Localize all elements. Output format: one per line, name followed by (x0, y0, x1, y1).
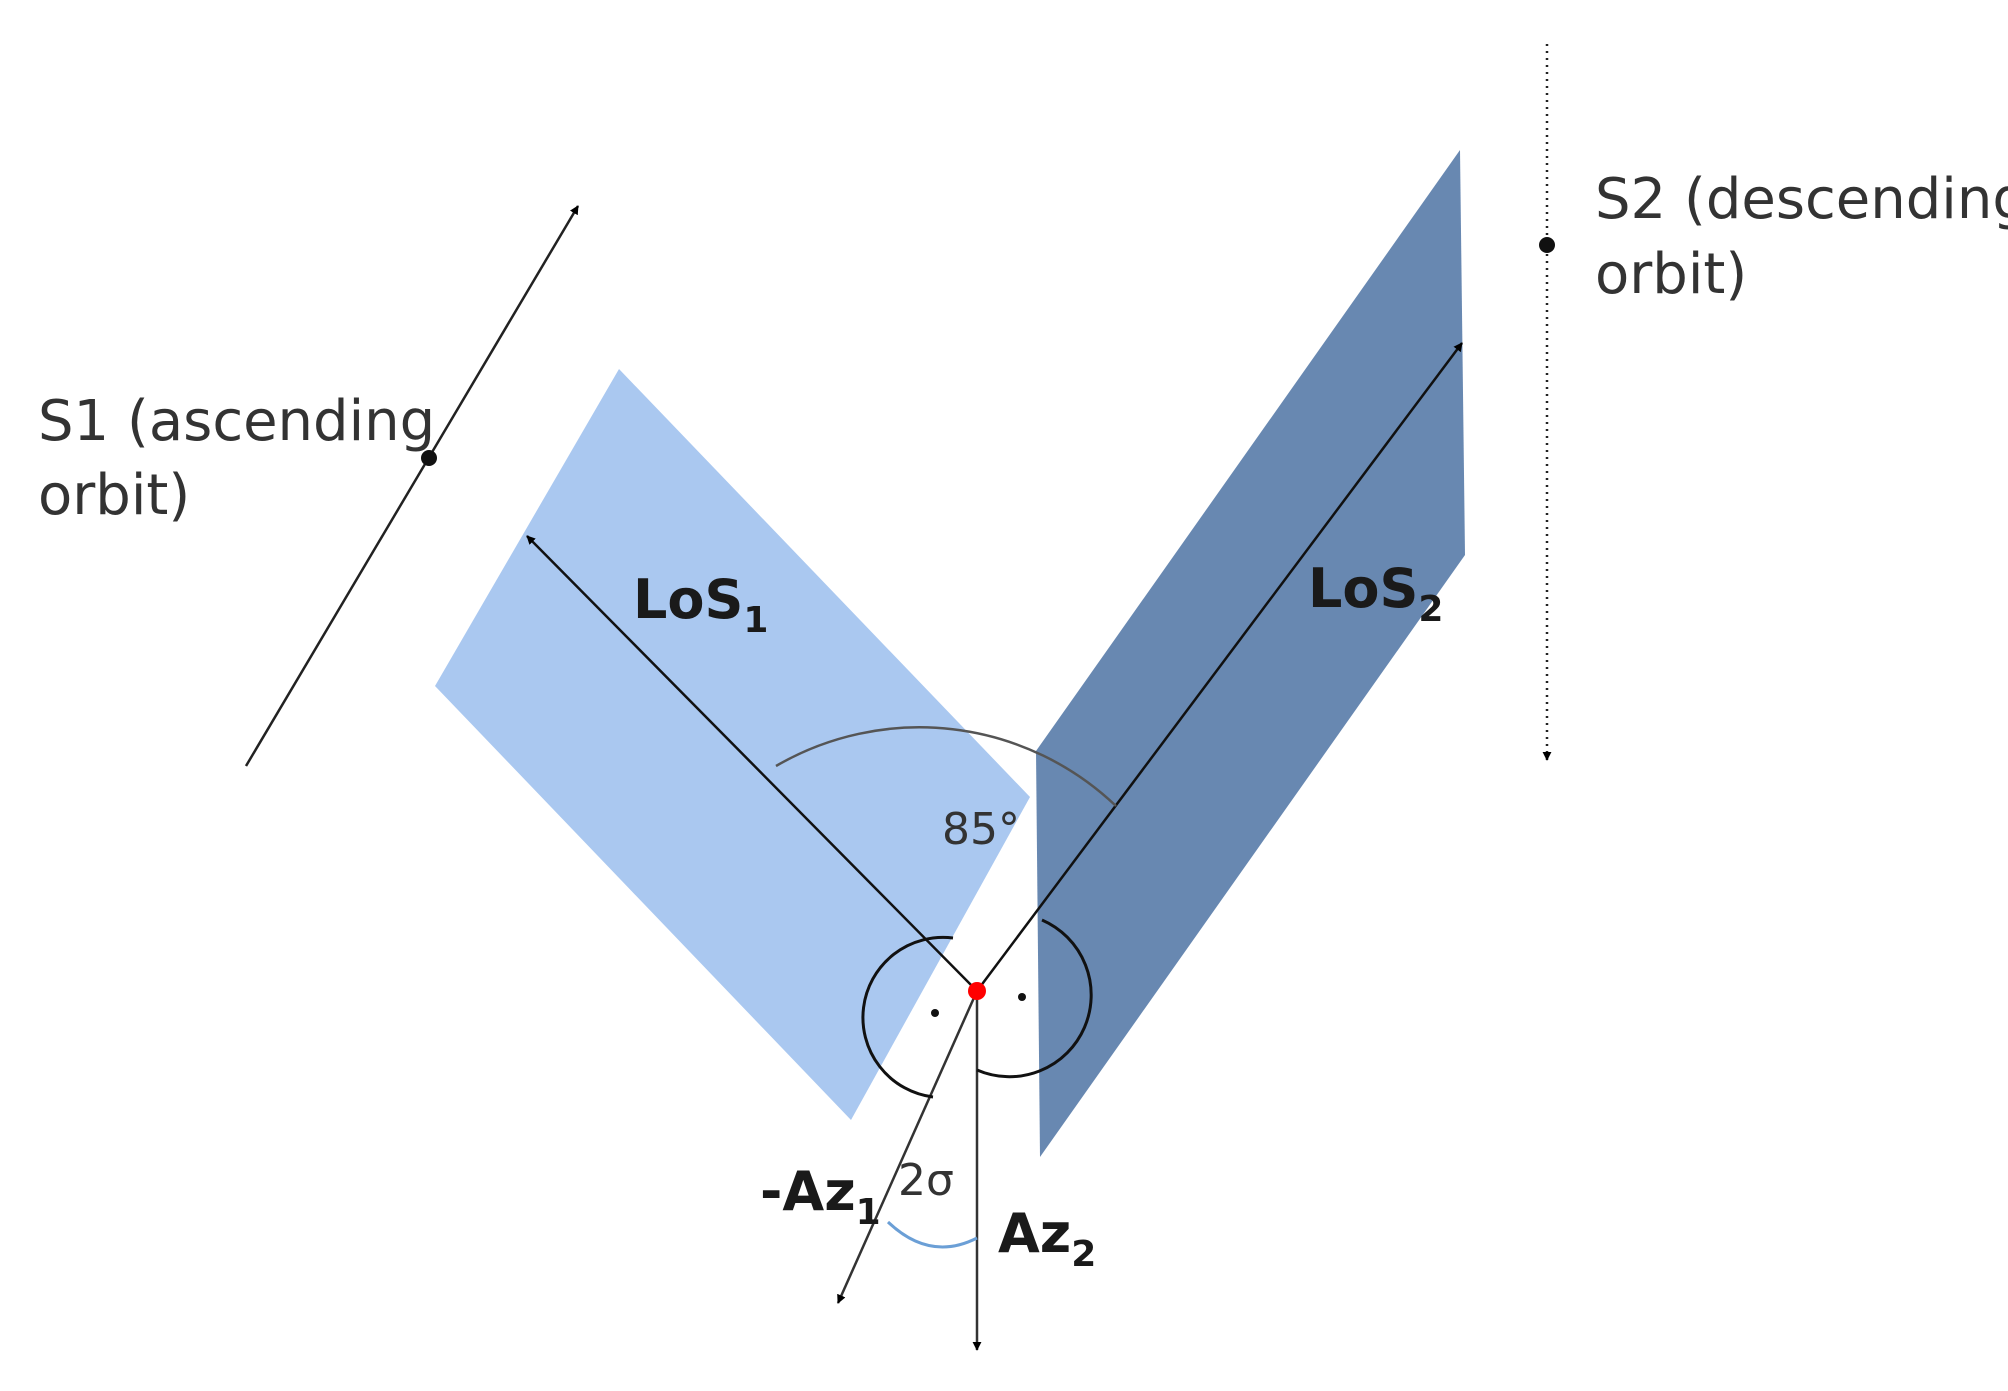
los2-label-sub: 2 (1418, 589, 1443, 630)
los2-label-main: LoS (1308, 557, 1418, 620)
los1-label-main: LoS (633, 568, 743, 631)
s1-label: S1 (ascending (38, 389, 435, 454)
plane-los2 (1036, 150, 1465, 1157)
az2-label-sub: 2 (1071, 1234, 1096, 1275)
right-angle-arc-right (976, 918, 1093, 1079)
los1-label: LoS1 (633, 568, 768, 641)
s1-label-line2: orbit) (38, 463, 190, 528)
right-angle-dot-right (1018, 993, 1026, 1001)
origin-point (968, 982, 986, 1000)
az1-label-main: -Az (760, 1160, 856, 1223)
az1-label-sub: 1 (856, 1192, 881, 1233)
s1-orbit-line (244, 205, 580, 767)
los1-label-sub: 1 (743, 600, 768, 641)
az2-label-main: Az (998, 1202, 1071, 1265)
los1-arrow (526, 535, 978, 992)
los2-label: LoS2 (1308, 557, 1443, 630)
az2-label: Az2 (998, 1202, 1096, 1275)
az-angle-label: 2σ (898, 1155, 954, 1206)
az1-label: -Az1 (760, 1160, 881, 1233)
az-angle-arc (886, 1220, 978, 1249)
los-angle-label: 85° (942, 804, 1020, 855)
los2-arrow (975, 342, 1464, 992)
los-angle-arc (775, 726, 1117, 807)
right-angle-dot-left (931, 1009, 939, 1017)
s2-label-line2: orbit) (1595, 242, 1747, 307)
s2-position-dot (1539, 237, 1555, 253)
az1-arrow (836, 990, 979, 1304)
right-angle-arc-left (861, 935, 954, 1099)
s2-label: S2 (descending (1595, 167, 2008, 232)
s1-position-dot (421, 450, 437, 466)
